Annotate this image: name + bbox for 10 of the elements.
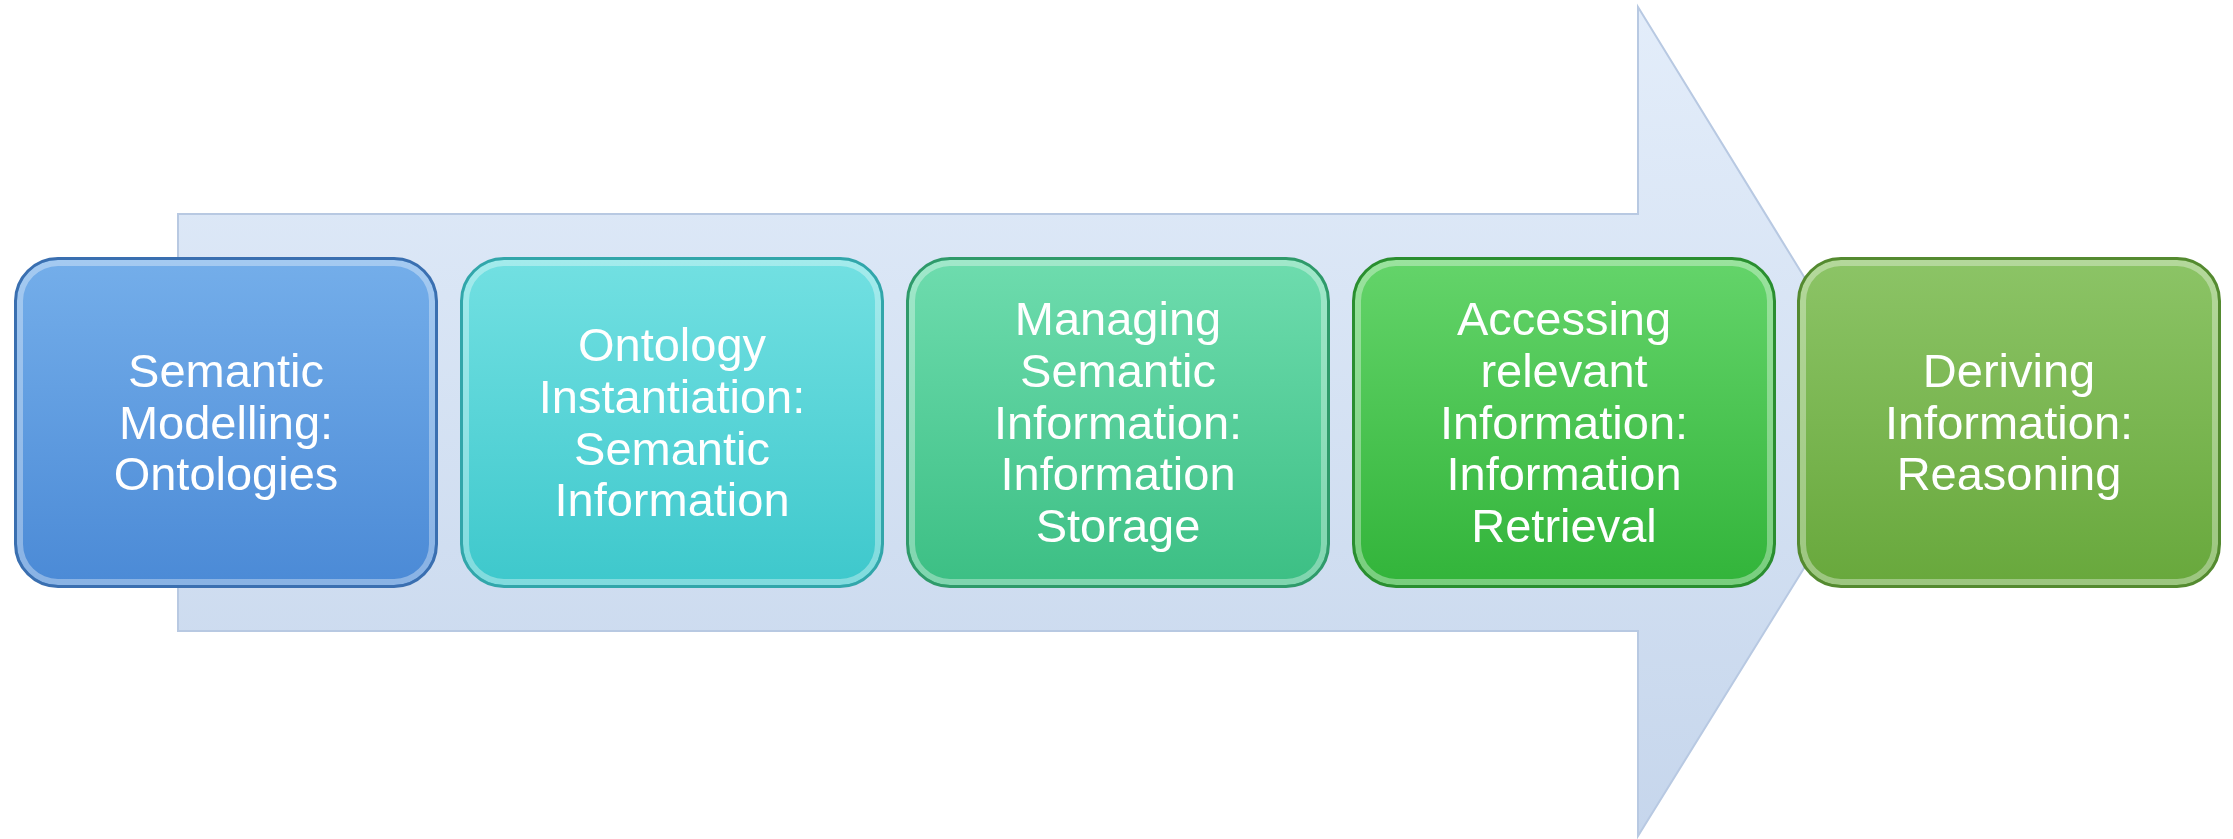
step-label: Deriving Information: Reasoning: [1883, 344, 2135, 501]
process-box: [1797, 257, 2221, 588]
process-box: [906, 257, 1330, 588]
step-label: Accessing relevant Information: Information Retrieval: [1438, 293, 1690, 552]
step-label: Semantic Modelling: Ontologies: [112, 344, 340, 501]
process-box: [460, 257, 884, 588]
step-label: Managing Semantic Information: Information Storage: [992, 293, 1244, 552]
process-box: [14, 257, 438, 588]
process-box: [1352, 257, 1776, 588]
step-label: Ontology Instantiation: Semantic Information: [537, 319, 807, 526]
